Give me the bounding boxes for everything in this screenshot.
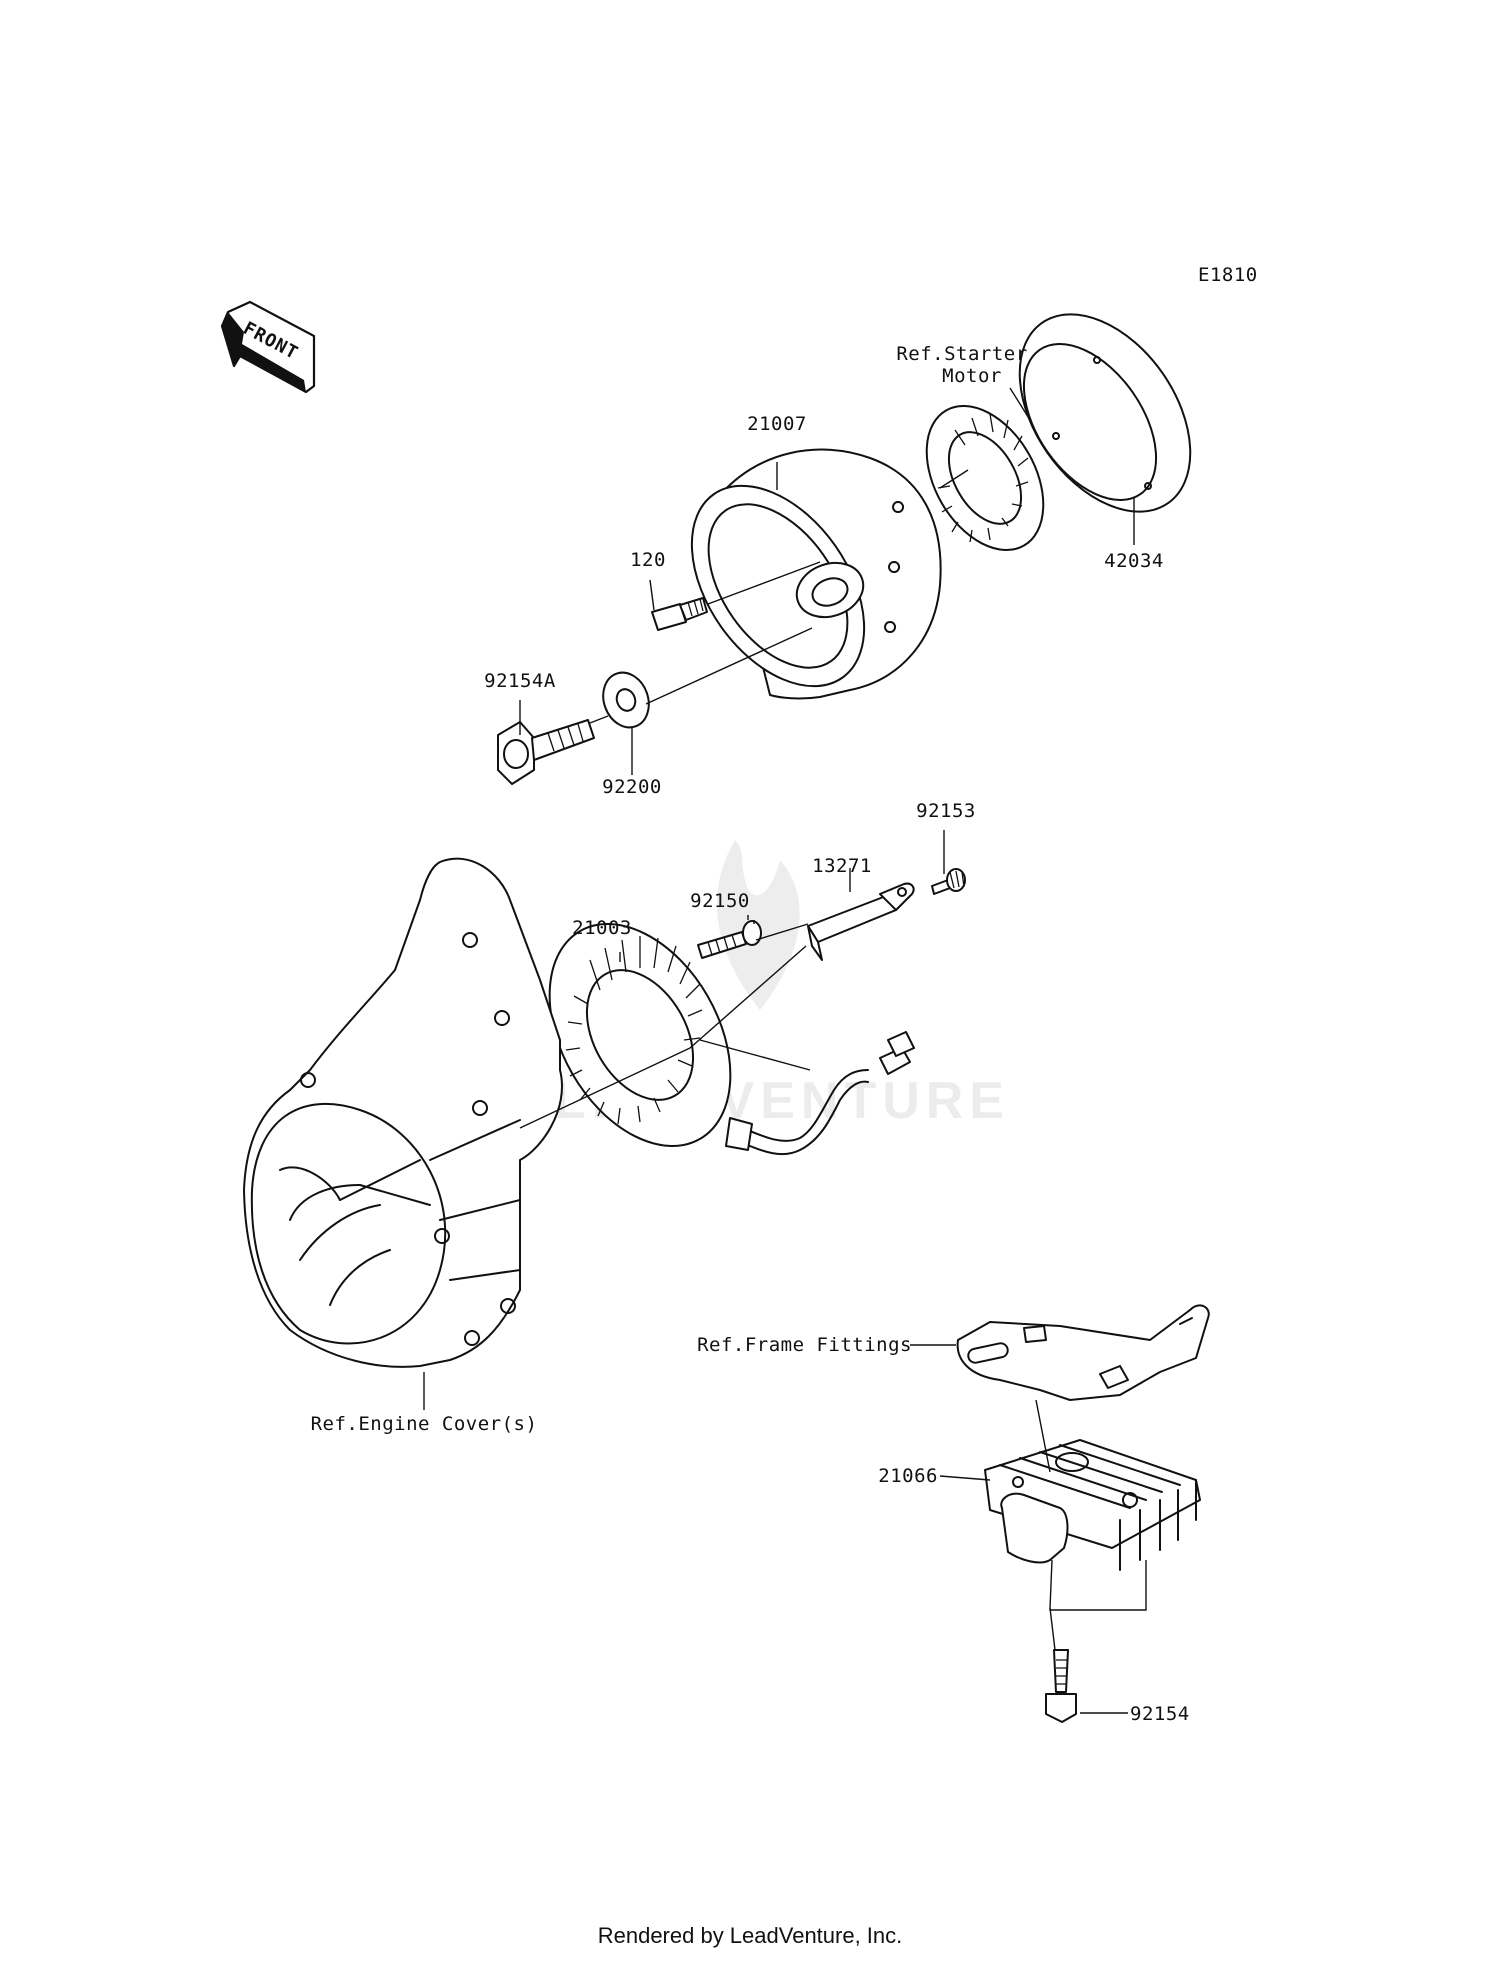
starter-clutch xyxy=(925,404,1045,552)
callout-42034: 42034 xyxy=(1104,550,1164,572)
pickup-coil-13271 xyxy=(807,882,915,961)
callout-92200: 92200 xyxy=(602,776,662,798)
stator-21003 xyxy=(548,923,915,1156)
front-arrow-icon: FRONT xyxy=(220,300,316,394)
callout-21003: 21003 xyxy=(572,917,632,939)
callout-92150: 92150 xyxy=(690,890,750,912)
callout-13271: 13271 xyxy=(812,855,872,877)
footer-credit: Rendered by LeadVenture, Inc. xyxy=(598,1923,903,1948)
engine-cover xyxy=(243,857,563,1368)
callouts: 21007 120 92154A 92200 42034 Ref.Starter… xyxy=(311,343,1190,1725)
callout-ref-starter-line1: Ref.Starter xyxy=(896,343,1027,365)
washer-92200 xyxy=(602,671,650,729)
callout-92154A: 92154A xyxy=(484,670,556,692)
bolt-92154A xyxy=(497,719,595,785)
callout-92154: 92154 xyxy=(1130,1703,1190,1725)
frame-bracket xyxy=(956,1304,1210,1401)
screw-92153 xyxy=(931,868,966,895)
bolt-120 xyxy=(651,597,708,631)
callout-120: 120 xyxy=(630,549,666,571)
flywheel-rotor-21007 xyxy=(690,448,942,700)
bearing-ring-42034 xyxy=(1018,313,1192,513)
callout-ref-frame-fittings: Ref.Frame Fittings xyxy=(697,1334,912,1356)
leader-lines xyxy=(423,387,1147,1714)
diagram-code: E1810 xyxy=(1198,264,1258,286)
callout-ref-starter-line2: Motor xyxy=(942,365,1002,387)
regulator-rectifier-21066 xyxy=(984,1439,1201,1571)
bolt-92154 xyxy=(1045,1649,1077,1723)
callout-ref-engine-cover: Ref.Engine Cover(s) xyxy=(311,1413,538,1435)
callout-21066: 21066 xyxy=(878,1465,938,1487)
callout-92153: 92153 xyxy=(916,800,976,822)
bolt-92150 xyxy=(697,920,762,959)
callout-21007: 21007 xyxy=(747,413,807,435)
